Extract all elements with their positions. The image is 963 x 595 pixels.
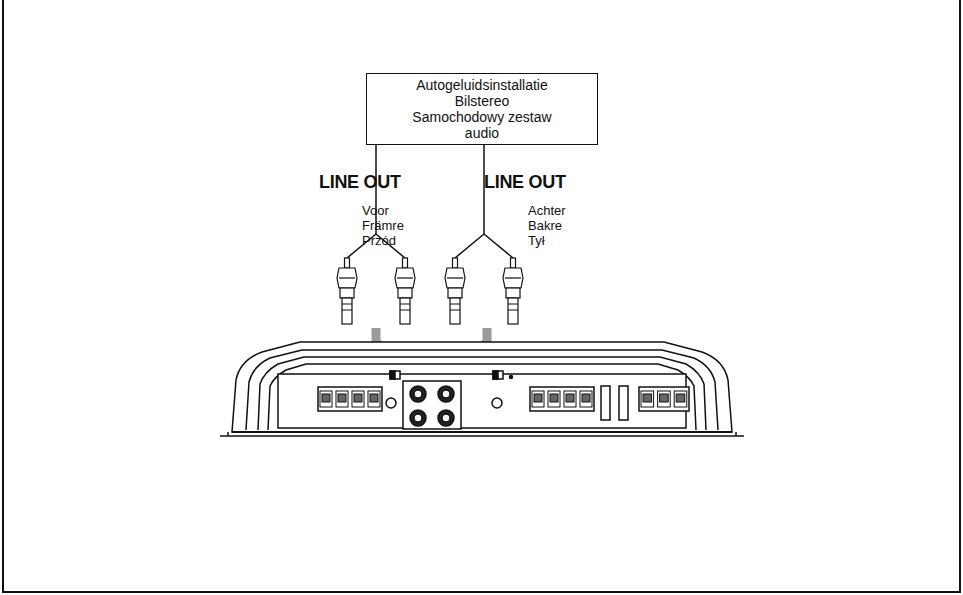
device-name: Samochodowy zestaw audio bbox=[407, 109, 557, 141]
line-out-label: LINE OUT bbox=[484, 172, 566, 193]
rca-plugs bbox=[337, 258, 523, 324]
amplifier bbox=[220, 342, 744, 436]
device-name: Autogeluidsinstallatie bbox=[407, 77, 557, 93]
channel-label: Tył bbox=[528, 233, 545, 248]
channel-label: Przód bbox=[362, 233, 396, 248]
channel-label: Bakre bbox=[528, 218, 562, 233]
device-box: AutogeluidsinstallatieBilstereoSamochodo… bbox=[366, 73, 598, 145]
line-out-label: LINE OUT bbox=[319, 172, 401, 193]
device-name: Bilstereo bbox=[407, 93, 557, 109]
channel-label: Främre bbox=[362, 218, 404, 233]
channel-label: Voor bbox=[362, 203, 389, 218]
frame bbox=[3, 0, 960, 592]
terminal-screws bbox=[320, 391, 687, 407]
wires bbox=[347, 132, 513, 258]
channel-label: Achter bbox=[528, 203, 566, 218]
